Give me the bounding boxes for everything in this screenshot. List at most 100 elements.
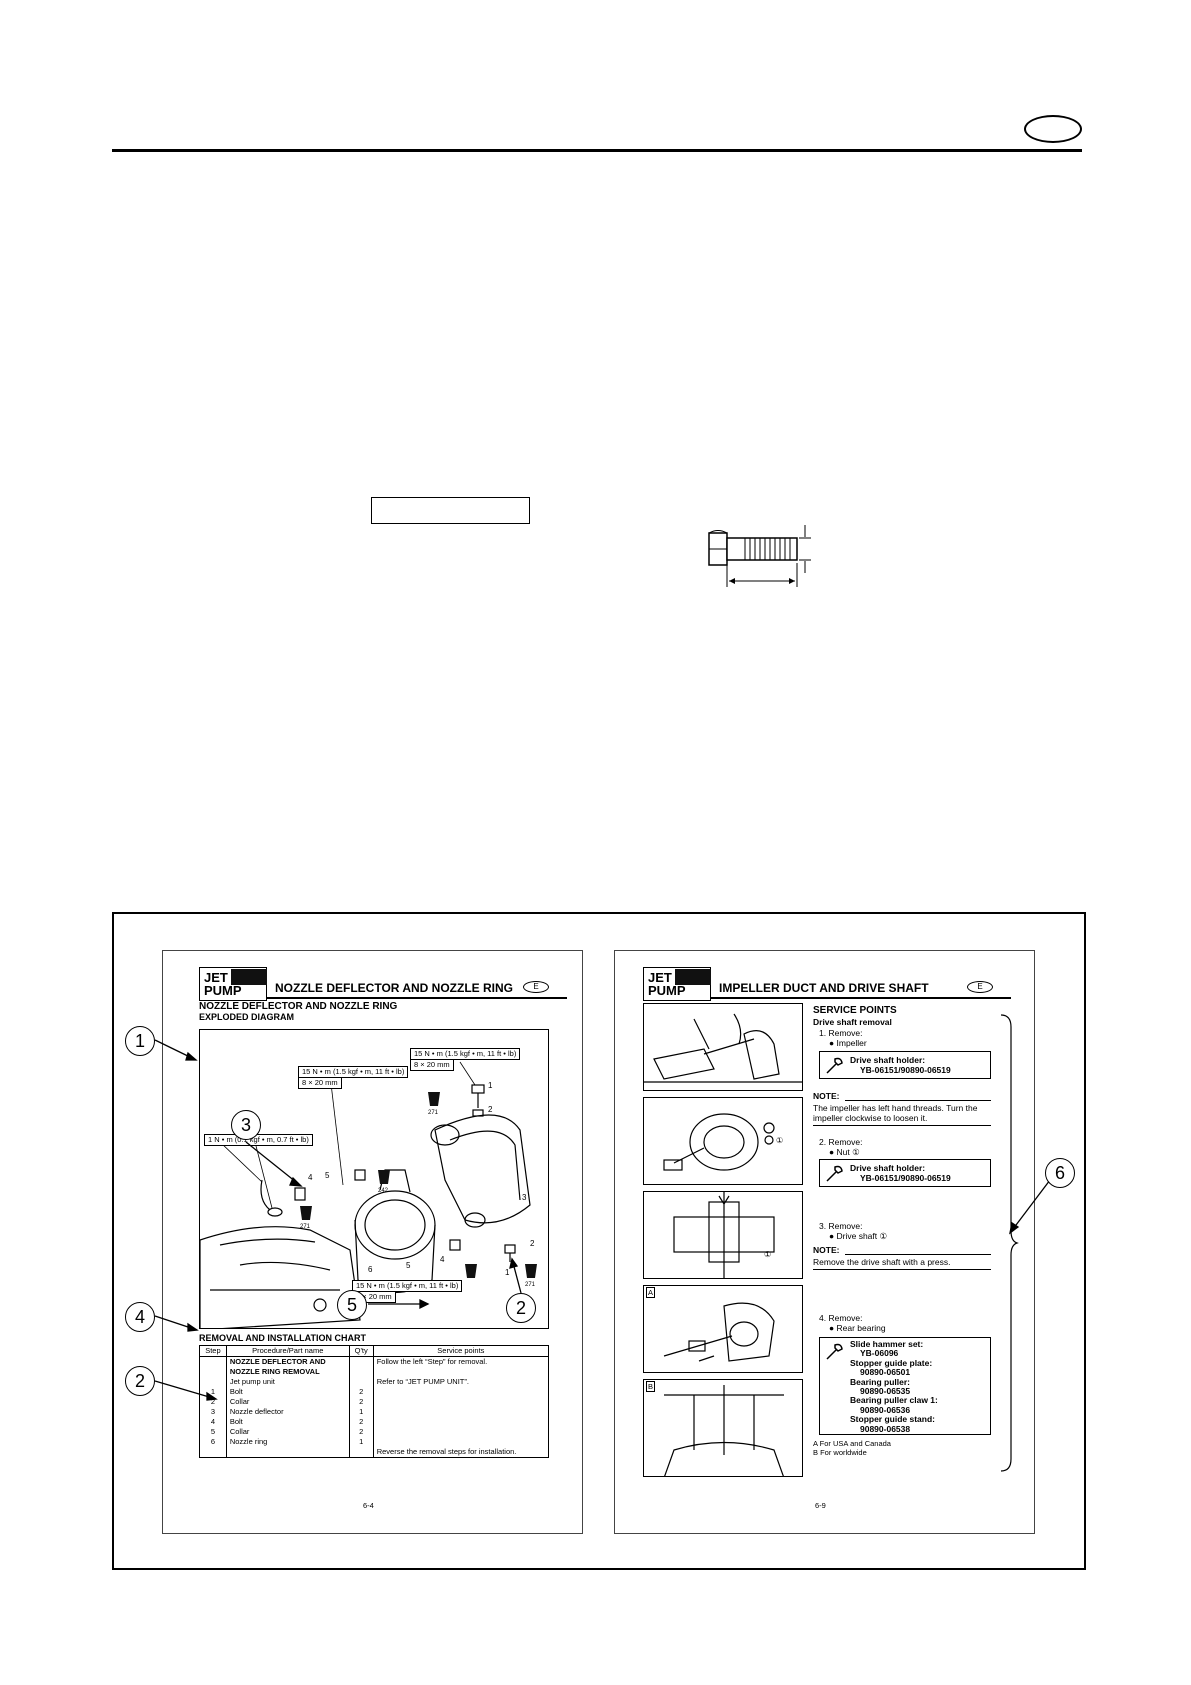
photo-bearing-puller: B [643, 1379, 803, 1477]
chart-cell: Reverse the removal steps for installati… [372, 1447, 550, 1458]
tool-3-line: Slide hammer set: [850, 1339, 924, 1349]
callout-2: 2 [125, 1366, 155, 1396]
logo-tab [675, 969, 711, 985]
jet-pump-logo: JET PUMP [199, 967, 267, 1001]
callout-2-diagram: 2 [506, 1293, 536, 1323]
lang-badge: E [967, 981, 993, 993]
photo-drive-shaft-press: ① [643, 1191, 803, 1279]
step-2-item: ● Nut ① [829, 1147, 860, 1157]
tool-2-name: Drive shaft holder: [850, 1163, 926, 1173]
tool-3-line: 90890-06501 [860, 1367, 911, 1378]
page-number: 6-4 [363, 1501, 374, 1510]
photo-tag-a: A [646, 1287, 656, 1298]
bolt-size-2: 8 × 20 mm [298, 1077, 342, 1089]
note-1-label: NOTE: [813, 1091, 840, 1101]
svg-text:1: 1 [488, 1081, 493, 1090]
callout-3: 3 [231, 1110, 261, 1140]
callout-5: 5 [337, 1290, 367, 1320]
service-points-brace [1000, 1014, 1019, 1472]
page-header: NOZZLE DEFLECTOR AND NOZZLE RING [275, 981, 513, 995]
tool-box-2: Drive shaft holder: YB-06151/90890-06519 [819, 1159, 991, 1187]
tool-3-line: YB-06096 [860, 1348, 899, 1359]
photo-marker-1: ① [776, 1136, 783, 1145]
wrench-icon [826, 1165, 843, 1182]
bolt-size-1: 8 × 20 mm [410, 1059, 454, 1071]
tool-3-line: Bearing puller: [850, 1376, 910, 1387]
svg-text:1: 1 [505, 1268, 510, 1277]
chart-cell [372, 1427, 550, 1437]
chart-title: REMOVAL AND INSTALLATION CHART [199, 1333, 366, 1343]
step-1-item: ● Impeller [829, 1038, 867, 1048]
loctite-label-d: 271 [525, 1282, 536, 1288]
tool-1-name: Drive shaft holder: [850, 1055, 926, 1065]
lang-badge: E [523, 981, 549, 993]
photo-tag-b: B [646, 1381, 656, 1392]
callout-6: 6 [1045, 1158, 1075, 1188]
torque-spec-1: 15 N • m (1.5 kgf • m, 11 ft • lb) [410, 1048, 521, 1060]
tool-2-number: YB-06151/90890-06519 [860, 1173, 951, 1183]
logo-top-text: JET [648, 970, 672, 985]
note-2-rule [845, 1254, 991, 1255]
tool-3-line: 90890-06538 [860, 1423, 911, 1434]
photo-marker-1: ① [764, 1250, 771, 1259]
callout-4: 4 [125, 1302, 155, 1332]
left-manual-page: JET PUMP NOZZLE DEFLECTOR AND NOZZLE RIN… [162, 950, 583, 1534]
note-1-rule [845, 1100, 991, 1101]
loctite-label-c: 271 [300, 1224, 311, 1230]
page-number: 6-9 [815, 1501, 826, 1510]
svg-text:3: 3 [522, 1193, 527, 1202]
header-rule [112, 149, 1082, 152]
section-title: NOZZLE DEFLECTOR AND NOZZLE RING [199, 1001, 398, 1012]
svg-text:4: 4 [308, 1173, 313, 1182]
header-line [711, 997, 1011, 999]
chart-header-cell: Procedure/Part name [225, 1345, 350, 1357]
logo-top-text: JET [204, 970, 228, 985]
table-row: NOZZLE RING REMOVAL [199, 1367, 550, 1377]
logo-bottom-text: PUMP [648, 983, 686, 998]
illustration-frame [112, 912, 1086, 1570]
svg-text:5: 5 [325, 1171, 330, 1180]
chart-cell [372, 1367, 550, 1377]
tool-box-1: Drive shaft holder: YB-06151/90890-06519 [819, 1051, 991, 1079]
svg-text:2: 2 [488, 1105, 493, 1114]
chart-cell [372, 1407, 550, 1417]
footnote-b: B For worldwide [813, 1448, 867, 1457]
chart-cell [372, 1417, 550, 1427]
torque-spec-2: 15 N • m (1.5 kgf • m, 11 ft • lb) [298, 1066, 409, 1078]
chart-cell [372, 1397, 550, 1407]
tool-3-line: Stopper guide stand: [850, 1414, 935, 1425]
loctite-label-b: 242 [378, 1188, 389, 1194]
note-2-end-rule [813, 1269, 991, 1270]
step-3-item: ● Drive shaft ① [829, 1231, 888, 1241]
chart-cell [372, 1437, 550, 1447]
tool-1-number: YB-06151/90890-06519 [860, 1065, 951, 1075]
step-2: 2. Remove: [819, 1137, 863, 1147]
bolt-dimension-icon [708, 525, 811, 587]
torque-spec-4: 15 N • m (1.5 kgf • m, 11 ft • lb) [352, 1280, 463, 1292]
note-2-text: Remove the drive shaft with a press. [813, 1257, 951, 1267]
step-1: 1. Remove: [819, 1028, 863, 1038]
table-row: Reverse the removal steps for installati… [199, 1447, 550, 1458]
tool-3-line: Bearing puller claw 1: [850, 1395, 938, 1406]
step-4: 4. Remove: [819, 1313, 863, 1323]
logo-tab [231, 969, 267, 985]
service-points-subtitle: Drive shaft removal [813, 1017, 892, 1027]
note-1-end-rule [813, 1125, 991, 1126]
wrench-icon [826, 1343, 843, 1360]
chart-cell: Refer to “JET PUMP UNIT”. [372, 1377, 550, 1387]
svg-text:2: 2 [530, 1239, 535, 1248]
chart-cell [372, 1387, 550, 1397]
svg-text:4: 4 [440, 1255, 445, 1264]
